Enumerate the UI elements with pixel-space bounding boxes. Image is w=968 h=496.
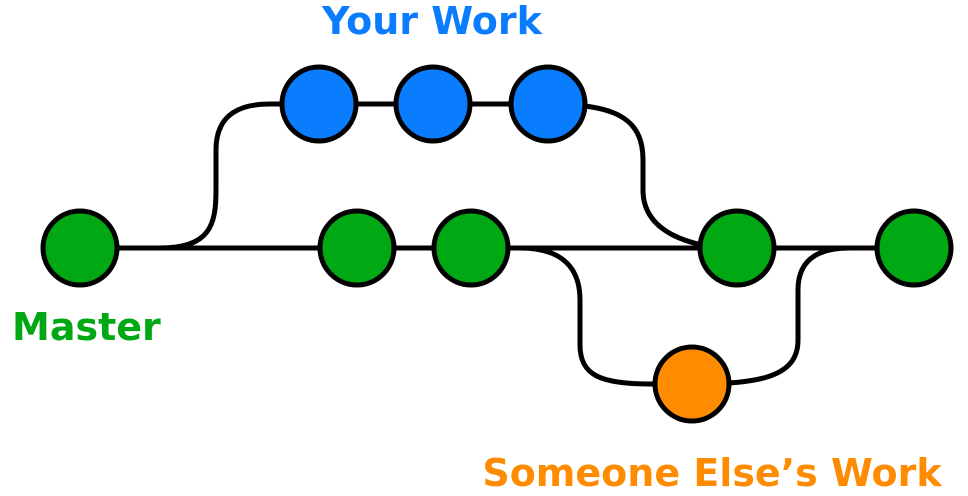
- master-commit: [431, 208, 511, 288]
- someone-else-label: Someone Else’s Work: [482, 451, 942, 495]
- your-work-commit: [279, 64, 359, 144]
- merge-commit: [874, 208, 954, 288]
- master-commit: [40, 208, 120, 288]
- master-commit: [317, 208, 397, 288]
- your-work-label: Your Work: [321, 0, 543, 43]
- merge-commit: [697, 208, 777, 288]
- commits: [40, 64, 954, 424]
- master-label: Master: [12, 305, 161, 349]
- someone-else-commit: [652, 344, 732, 424]
- your-work-commit: [508, 64, 588, 144]
- your-work-commit: [393, 64, 473, 144]
